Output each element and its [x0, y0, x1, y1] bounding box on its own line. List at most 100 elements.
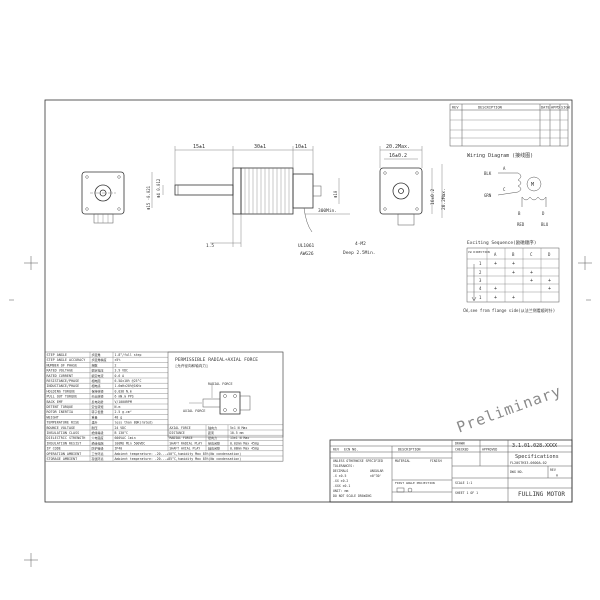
tb-x2: .XX ±0.2 [333, 479, 348, 483]
label-depth: Deep 2.5Min. [343, 250, 376, 256]
sequence-footer: CW,see from flange side(从法兰侧看顺时针) [463, 307, 555, 313]
spec-name: STEP ANGLE ACCURACY [47, 358, 86, 362]
force-spec-value: 15±1 N Max [230, 436, 249, 440]
spec-value: Ambient temperature: -20...+85°C,humidit… [115, 457, 242, 461]
force-spec-value: 5±1 N Max [230, 426, 247, 430]
tb-tolerances: TOLERANCES: [333, 464, 354, 468]
wire-grn: GRN [484, 193, 492, 198]
spec-name-cn: 耐压 [92, 425, 98, 430]
sheet-border [44, 99, 573, 503]
step-4: 4 [479, 286, 482, 291]
tb-company: FULLING MOTOR [518, 491, 565, 498]
wire-blu: BLU [541, 222, 549, 227]
tb-finish: FINISH [430, 459, 442, 463]
rev-header: REV [452, 106, 459, 110]
step-3: 3 [479, 278, 482, 283]
spec-name: IP CODE [47, 447, 61, 451]
rear-view [379, 146, 443, 226]
force-spec-name-cn: 轴向力 [208, 425, 217, 430]
spec-name-cn: 绝缘等级 [92, 430, 104, 435]
tb-units: UNIT: mm [333, 489, 348, 493]
spec-name-cn: 温升 [92, 420, 98, 425]
spec-value: IP40 [115, 447, 123, 451]
spec-name: STORAGE AMBIENT [47, 457, 78, 461]
force-spec-name: AXIAL FORCE [170, 426, 191, 430]
spec-name: BACK EMF [47, 400, 63, 404]
wire-blk: BLK [484, 171, 492, 176]
svg-text:+: + [494, 286, 497, 292]
spec-name: INSULATION RESIST [47, 441, 82, 445]
spec-value: Ambient temperature: -20...+50°C,humidit… [115, 452, 242, 456]
dim-phi10: Φ10 [333, 190, 338, 198]
tb-model: FL20STH33-0600A-02 [510, 461, 547, 465]
force-spec-value: 10.5 mm [230, 431, 244, 435]
tb-material: MATERIAL [395, 459, 410, 463]
spec-name-cn: 额定电流 [92, 373, 104, 378]
spec-name-cn: 相数 [92, 362, 98, 367]
tb-general: UNLESS OTHERWISE SPECIFIED [333, 459, 383, 463]
tb-sheet: SHEET 1 OF 1 [455, 491, 478, 495]
spec-name-cn: 介电强度 [92, 435, 104, 440]
step-1: 1 [479, 261, 482, 266]
dim-phi4: Φ4 0.012 [156, 178, 161, 198]
svg-text:+: + [512, 270, 515, 276]
label-awg: AWG26 [300, 251, 314, 257]
spec-value: 0.6 A [115, 374, 125, 378]
dim-1-5: 1.5 [206, 243, 214, 249]
spec-name-cn: 额定电压 [92, 368, 104, 373]
spec-value: 2 [115, 363, 117, 367]
tb-decimals: DECIMALS [333, 469, 348, 473]
force-spec-value: 0.08mm Max 450g [230, 447, 259, 451]
force-diagram: PERMISSIBLE RADIAL+AXIAL FORCE [允许径向和轴向力… [167, 351, 284, 438]
spec-name-cn: 反电动势 [92, 399, 104, 404]
force-spec-value: 0.02mm Max 450g [230, 441, 259, 445]
force-title: PERMISSIBLE RADIAL+AXIAL FORCE [175, 357, 258, 363]
preliminary-stamp: Preliminary [454, 382, 564, 437]
spec-name-cn: 牵出转矩 [92, 394, 104, 399]
spec-value: 2.5 g.cm² [115, 410, 132, 414]
spec-value: 48 g [115, 415, 123, 419]
spec-name: INSULATION CLASS [47, 431, 80, 435]
spec-value: 0.038 N.m [115, 389, 132, 393]
dim-30: 30±1 [254, 144, 266, 150]
step-5: 1 [479, 295, 482, 300]
force-spec-name-cn: 径向间隙 [208, 440, 220, 445]
spec-name: BOUNCE VOLTAGE [47, 426, 76, 430]
description-header: DESCRIPTION [478, 106, 502, 110]
dim-16-top: 16±0.2 [389, 153, 407, 159]
pin-b: B [518, 211, 521, 216]
dim-phi15: Φ15 -0.021 [146, 185, 151, 210]
svg-text:+: + [494, 261, 497, 267]
force-spec-name-cn: 轴向间隙 [208, 446, 220, 451]
title-block: REV ECN NO. DESCRIPTION UNLESS OTHERWISE… [329, 439, 573, 503]
svg-text:+: + [494, 295, 497, 301]
tb-rev: REV [550, 468, 556, 472]
tb-scale: SCALE 1:1 [455, 481, 472, 485]
appd-header: APPD [551, 106, 560, 110]
step-2: 2 [479, 270, 482, 275]
spec-name-cn: 保持转矩 [92, 388, 104, 393]
force-spec-name: DISTANCE [170, 431, 185, 435]
col-d: D [548, 252, 551, 257]
spec-name-cn: 重量 [92, 414, 98, 419]
col-a: A [494, 252, 497, 257]
pin-a: A [503, 166, 506, 171]
spec-name: RATED CURRENT [47, 374, 74, 378]
spec-name: OPERATION AMBIENT [47, 452, 82, 456]
tb-drawn: DRAWN [455, 442, 465, 446]
force-spec-name-cn: 距离 [208, 430, 214, 435]
spec-name-cn: 转子惯量 [92, 409, 104, 414]
spec-name: STEP ANGLE [47, 353, 67, 357]
spec-name: RATED VOLTAGE [47, 369, 74, 373]
force-spec-name: RADIAL FORCE [170, 436, 193, 440]
tb-rev-col: REV [333, 448, 339, 452]
spec-name-cn: 相电感 [92, 383, 101, 388]
spec-value: 3.9 VDC [115, 369, 129, 373]
projection-symbol-icon [396, 487, 413, 493]
spec-name: DIELECTRIC STRENGTH [47, 436, 86, 440]
spec-value: 6 mN.m PPS [115, 395, 134, 399]
motor-label: M [531, 182, 534, 188]
tb-x1: .X ±0.5 [333, 474, 347, 478]
